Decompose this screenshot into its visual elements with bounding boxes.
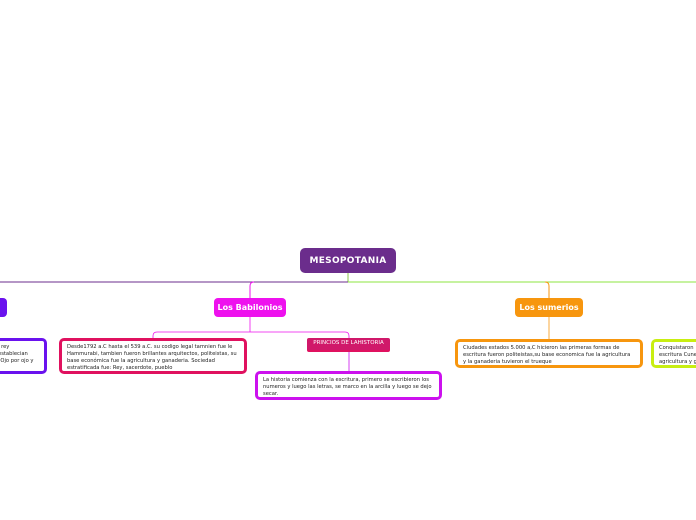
connector-babilonios-children <box>152 331 350 340</box>
note-principios-historia[interactable]: La historia comienza con la escritura, p… <box>255 371 442 400</box>
branch-left-edge[interactable] <box>0 298 7 317</box>
note-right-edge[interactable]: Conquistaron escritura Cune agricultura … <box>651 339 696 368</box>
note-sumerios[interactable]: Ciudades estados 5.000 a,C hicieron las … <box>455 339 643 368</box>
root-node-mesopotania[interactable]: MESOPOTANIA <box>300 248 396 273</box>
connector-sumerios <box>544 281 550 298</box>
note-left-edge[interactable]: l rey establecian "Ojo por ojo y <box>0 338 47 374</box>
note-babilonios[interactable]: Desde1792 a.C hasta el 539 a.C. su codig… <box>59 338 247 374</box>
connector-babilonios <box>249 281 255 298</box>
branch-babilonios[interactable]: Los Babilonios <box>214 298 286 317</box>
branch-sumerios[interactable]: Los sumerios <box>515 298 583 317</box>
branch-principios-historia[interactable]: PRINCIOS DE LAHISTORIA <box>307 338 390 350</box>
